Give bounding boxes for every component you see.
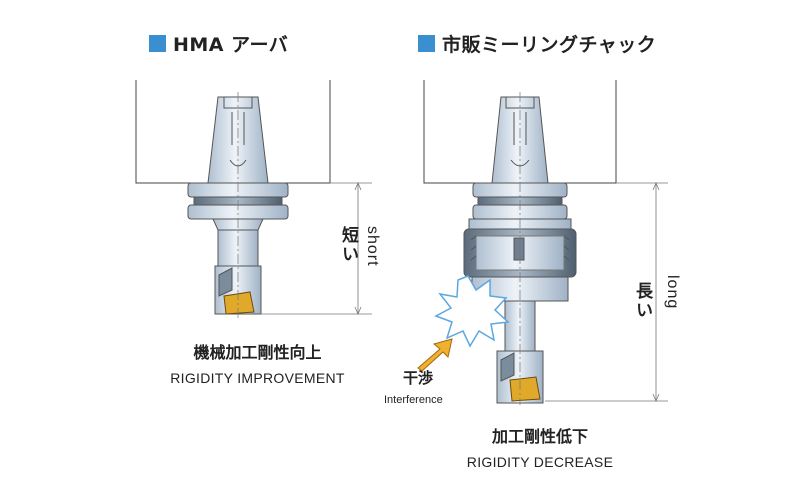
length-label-short-en: short bbox=[364, 226, 381, 267]
interference-label-ja: 干渉 bbox=[403, 369, 434, 387]
length-label-short-ja: 短い bbox=[338, 226, 358, 264]
heading-commercial-chuck-text: 市販ミーリングチャック bbox=[442, 34, 657, 56]
heading-marker-icon bbox=[149, 35, 166, 52]
caption-left-ja: 機械加工剛性向上 bbox=[193, 343, 322, 362]
caption-rigidity-decrease: 加工剛性低下 RIGIDITY DECREASE bbox=[425, 423, 655, 470]
heading-marker-icon bbox=[418, 35, 435, 52]
heading-hma-arbor: HMA アーバ bbox=[149, 30, 288, 57]
interference-arrow-icon bbox=[417, 338, 453, 372]
caption-right-en: RIGIDITY DECREASE bbox=[466, 454, 614, 470]
length-label-long-en: long bbox=[664, 275, 681, 310]
dimension-long bbox=[545, 181, 668, 403]
heading-hma-arbor-text: HMA アーバ bbox=[173, 34, 289, 56]
length-label-long-ja: 長い bbox=[632, 282, 652, 320]
interference-burst-icon bbox=[434, 275, 510, 348]
heading-commercial-chuck: 市販ミーリングチャック bbox=[418, 30, 656, 57]
caption-rigidity-improvement: 機械加工剛性向上 RIGIDITY IMPROVEMENT bbox=[150, 339, 365, 386]
dimension-short bbox=[260, 181, 372, 316]
caption-right-ja: 加工剛性低下 bbox=[491, 427, 588, 446]
caption-left-en: RIGIDITY IMPROVEMENT bbox=[170, 370, 345, 386]
interference-label-en: Interference bbox=[384, 394, 443, 406]
